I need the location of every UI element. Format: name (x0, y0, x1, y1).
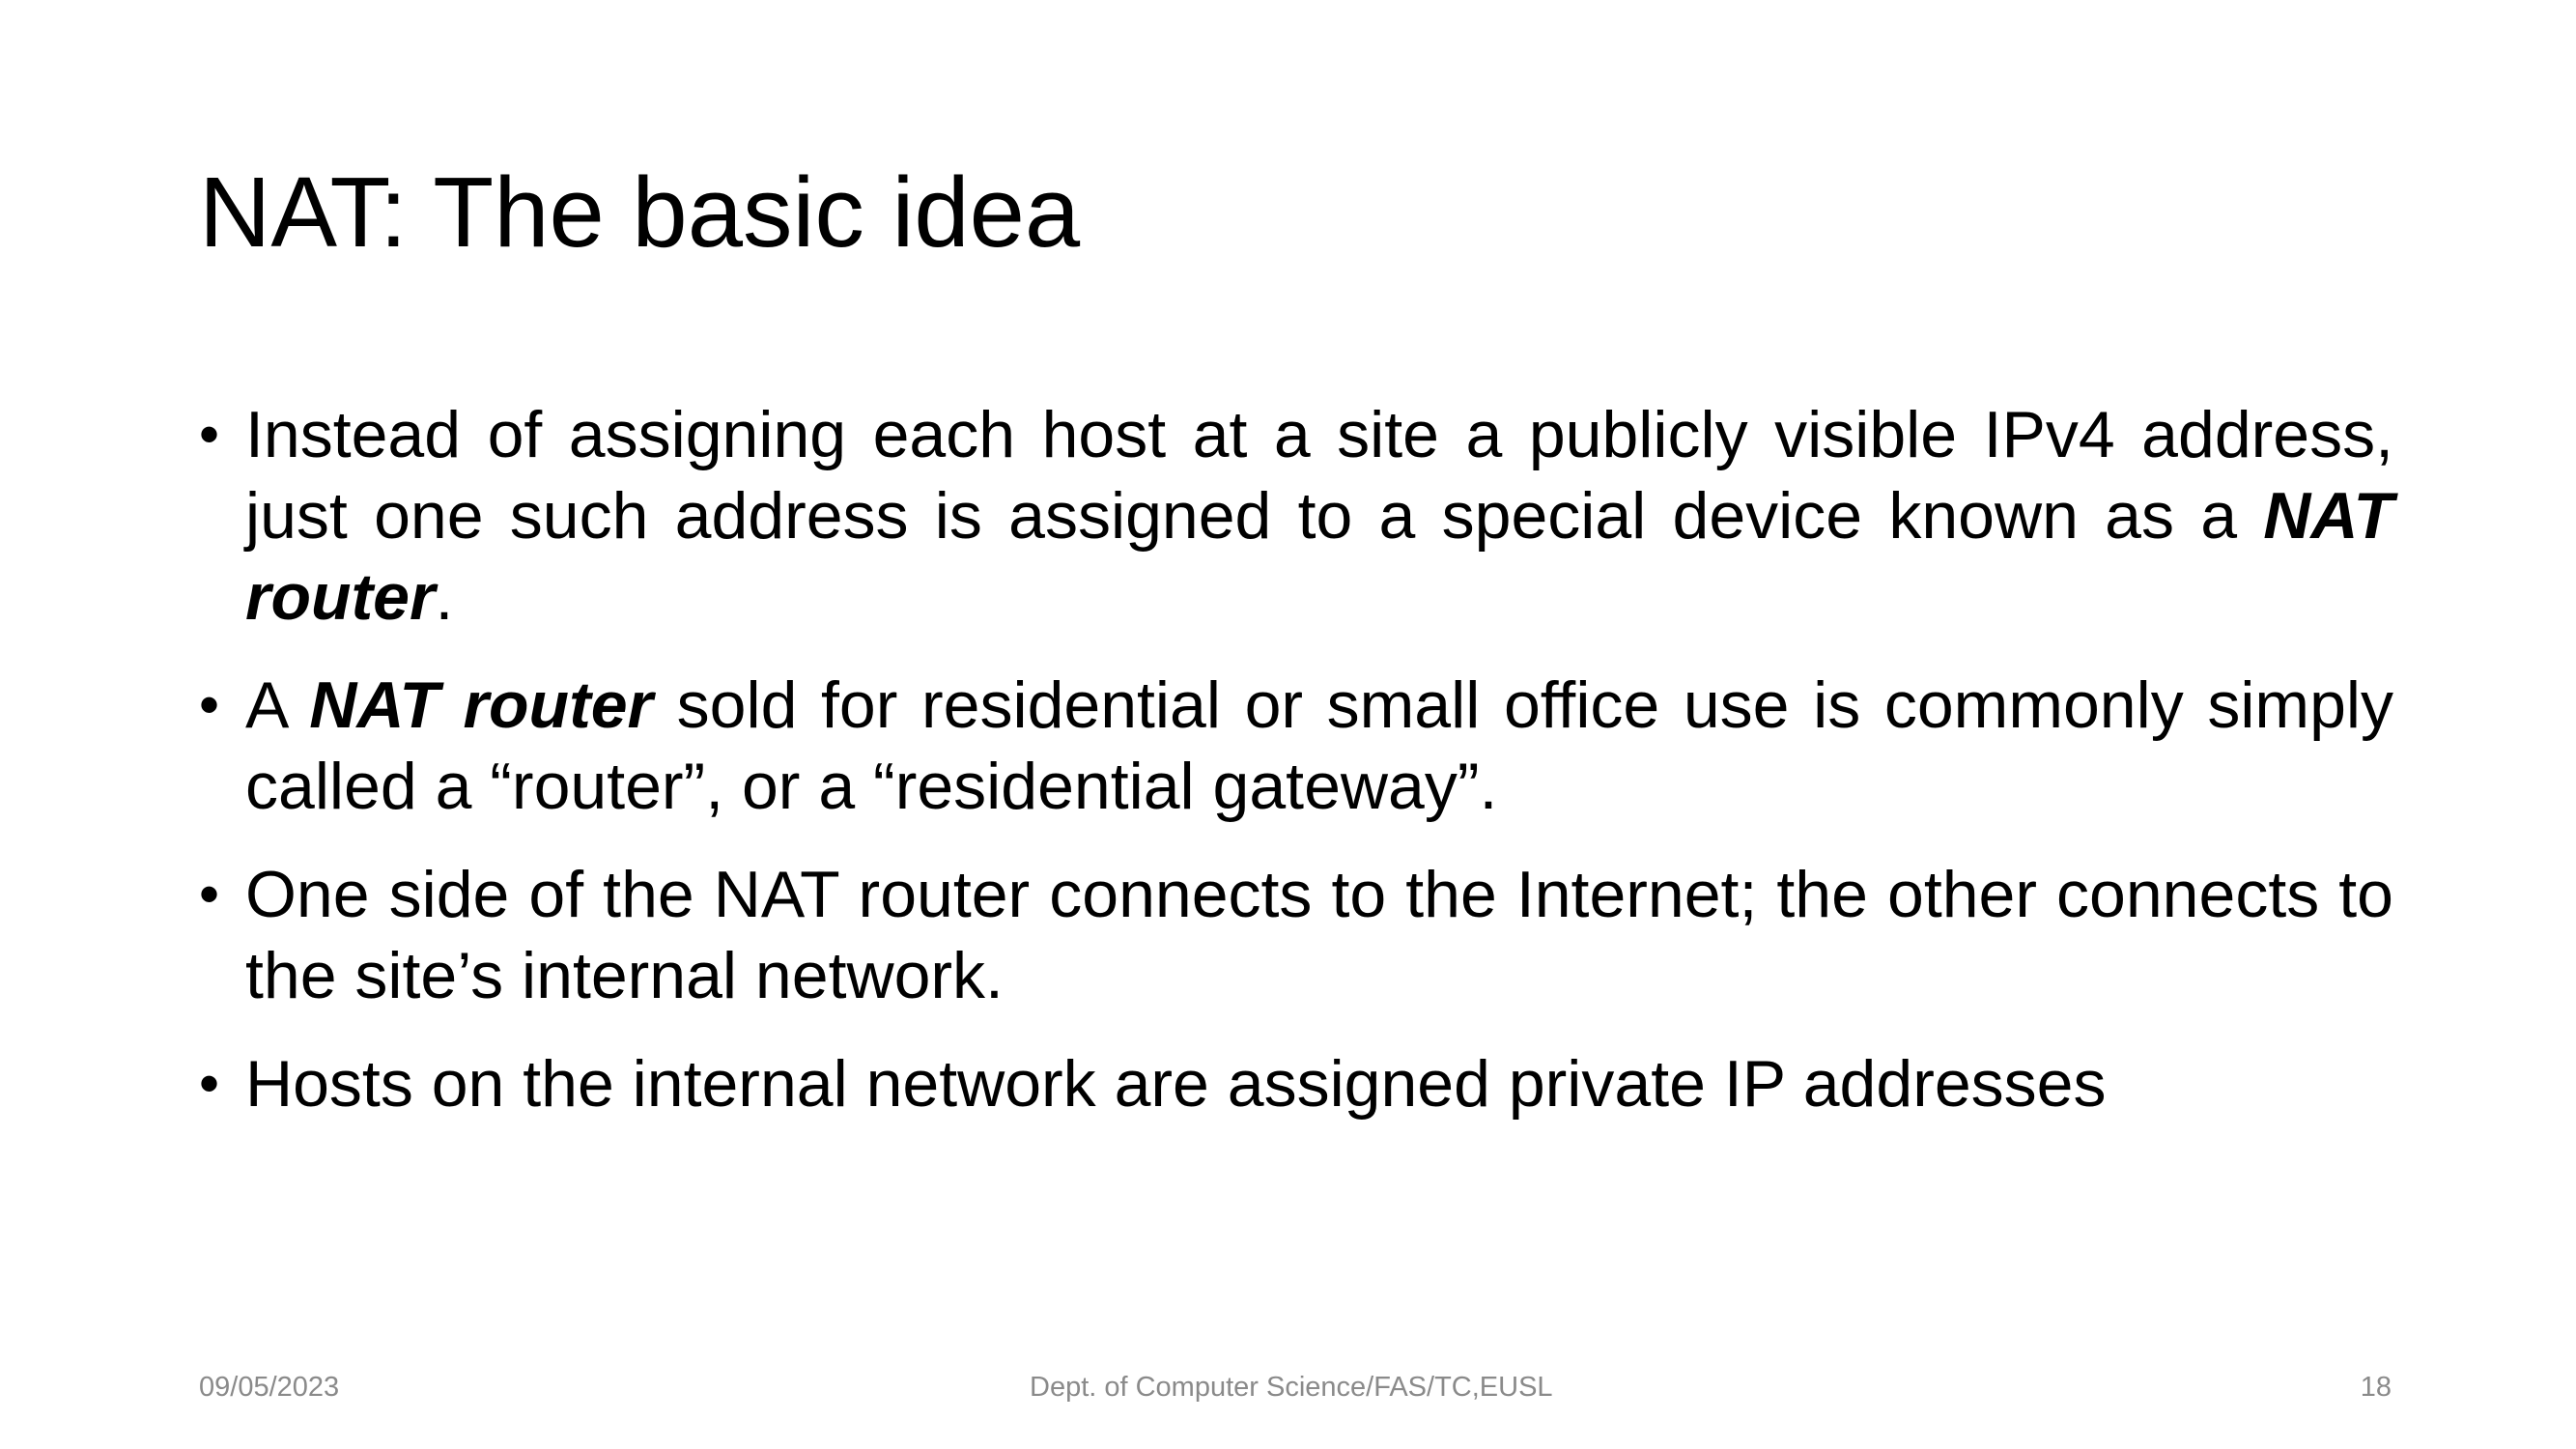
footer-date: 09/05/2023 (199, 1372, 340, 1403)
bullet-text: One side of the NAT router connects to t… (245, 858, 2393, 1012)
bullet-text: Instead of assigning each host at a site… (245, 398, 2393, 553)
bullet-icon: • (199, 1051, 220, 1116)
bullet-item-4: • Hosts on the internal network are assi… (199, 1043, 2393, 1124)
bullet-icon: • (199, 672, 220, 737)
footer-page-number: 18 (2360, 1372, 2392, 1403)
bullet-item-2: • A NAT router sold for residential or s… (199, 665, 2393, 827)
bullet-icon: • (199, 862, 220, 926)
slide-title: NAT: The basic idea (199, 156, 1081, 268)
bullet-icon: • (199, 402, 220, 467)
bullet-item-3: • One side of the NAT router connects to… (199, 854, 2393, 1016)
bullet-text: . (435, 560, 454, 634)
footer-department: Dept. of Computer Science/FAS/TC,EUSL (1030, 1372, 1553, 1403)
bullet-text: A (245, 668, 310, 742)
bullet-list: • Instead of assigning each host at a si… (199, 394, 2393, 1151)
bullet-text: sold for residential or small office use… (245, 668, 2394, 823)
bullet-item-1: • Instead of assigning each host at a si… (199, 394, 2393, 638)
bullet-emphasis: NAT router (309, 668, 654, 742)
bullet-emphasis: NAT router (245, 479, 2393, 634)
bullet-text: Hosts on the internal network are assign… (245, 1047, 2107, 1121)
